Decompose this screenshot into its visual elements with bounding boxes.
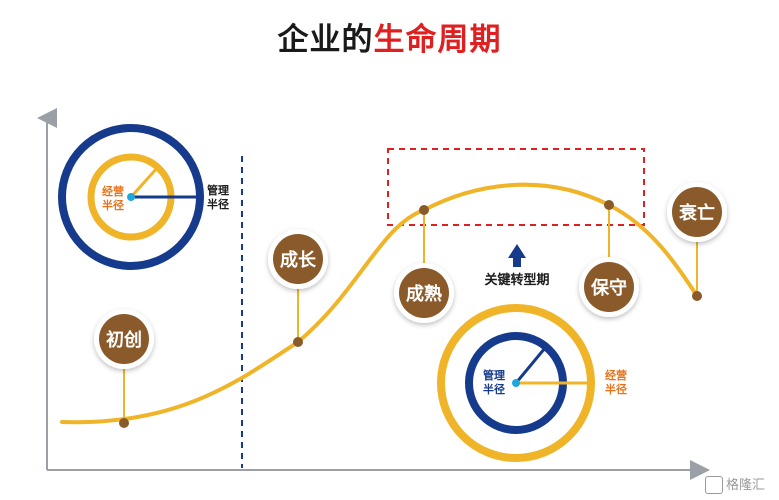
stage-shuaiwang-label: 衰亡 [678, 202, 715, 224]
stage-baoshou-label: 保守 [590, 277, 627, 299]
stage-baoshou: 保守 [579, 257, 639, 317]
stage-chengshu: 成熟 [394, 263, 454, 323]
transition-arrow-icon [508, 244, 526, 267]
lifecycle-curve [60, 182, 699, 425]
stage-chengzhang-label: 成长 [280, 249, 317, 271]
stage-chengzhang: 成长 [268, 229, 328, 289]
point-chuchuang [119, 418, 129, 428]
right-outer-label-1: 经营 [605, 368, 627, 382]
left-inner-label-2: 半径 [102, 198, 124, 212]
title-part1: 企业的 [277, 22, 374, 58]
stage-chengshu-label: 成熟 [406, 283, 442, 305]
watermark-text: 格隆汇 [725, 477, 765, 493]
right-inner-label-2: 半径 [483, 382, 505, 396]
transition-label: 关键转型期 [484, 272, 549, 288]
right-inner-label-1: 管理 [483, 368, 505, 382]
point-chengzhang [293, 337, 303, 347]
point-baoshou [604, 200, 614, 210]
radius-diagram-left: 经营 半径 管理 半径 [58, 124, 229, 270]
page-title: 企业的生命周期 [0, 14, 779, 59]
point-chengshu [419, 205, 429, 215]
radius-diagram-right: 管理 半径 经营 半径 [437, 304, 627, 462]
left-inner-label-1: 经营 [102, 184, 124, 198]
left-outer-label-1: 管理 [207, 183, 229, 197]
watermark: 格隆汇 [704, 474, 765, 494]
stage-shuaiwang: 衰亡 [667, 182, 727, 242]
right-outer-label-2: 半径 [605, 382, 627, 396]
stage-chuchuang: 初创 [94, 309, 154, 369]
title-part2: 生命周期 [373, 22, 502, 58]
watermark-logo-icon [704, 476, 723, 494]
stage-chuchuang-label: 初创 [106, 329, 142, 351]
left-outer-label-2: 半径 [207, 197, 229, 211]
point-shuaiwang [692, 291, 702, 301]
